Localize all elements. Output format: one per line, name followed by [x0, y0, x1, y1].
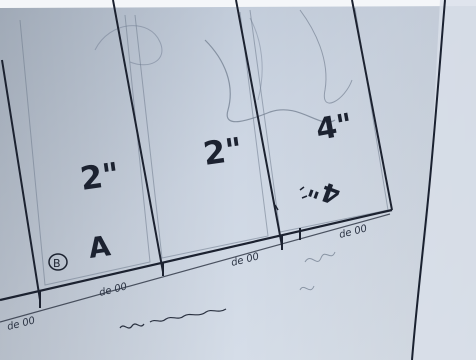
circled-mark: B [48, 253, 68, 271]
base-line-lower [0, 213, 391, 323]
dimension-label-left: 2" [78, 155, 122, 198]
inner-panel-middle [134, 11, 269, 259]
pencil-contour-1 [94, 25, 163, 66]
inner-panel-right [249, 7, 389, 233]
pencil-contour-3 [299, 9, 353, 104]
svg-text:B: B [53, 257, 61, 270]
divider-line-3 [351, 0, 393, 211]
small-marks-right [274, 186, 308, 211]
dimension-label-middle: 2" [201, 130, 245, 173]
top-edge-highlight [0, 0, 476, 8]
scribble-right [299, 251, 336, 291]
paper-fold [412, 0, 476, 360]
divider-line-1 [112, 0, 164, 273]
divider-line-left [1, 59, 41, 301]
pencil-contour-2 [204, 39, 336, 123]
dimension-label-right-top: 4" [313, 107, 355, 148]
scribble-bottom [119, 308, 227, 329]
divider-line-2 [235, 0, 283, 247]
base-line-upper [0, 208, 393, 302]
fold-line [411, 0, 446, 360]
pencil-contour-4 [249, 17, 263, 101]
mark-left-a: A [86, 229, 112, 265]
baseline-ticks [39, 228, 301, 308]
